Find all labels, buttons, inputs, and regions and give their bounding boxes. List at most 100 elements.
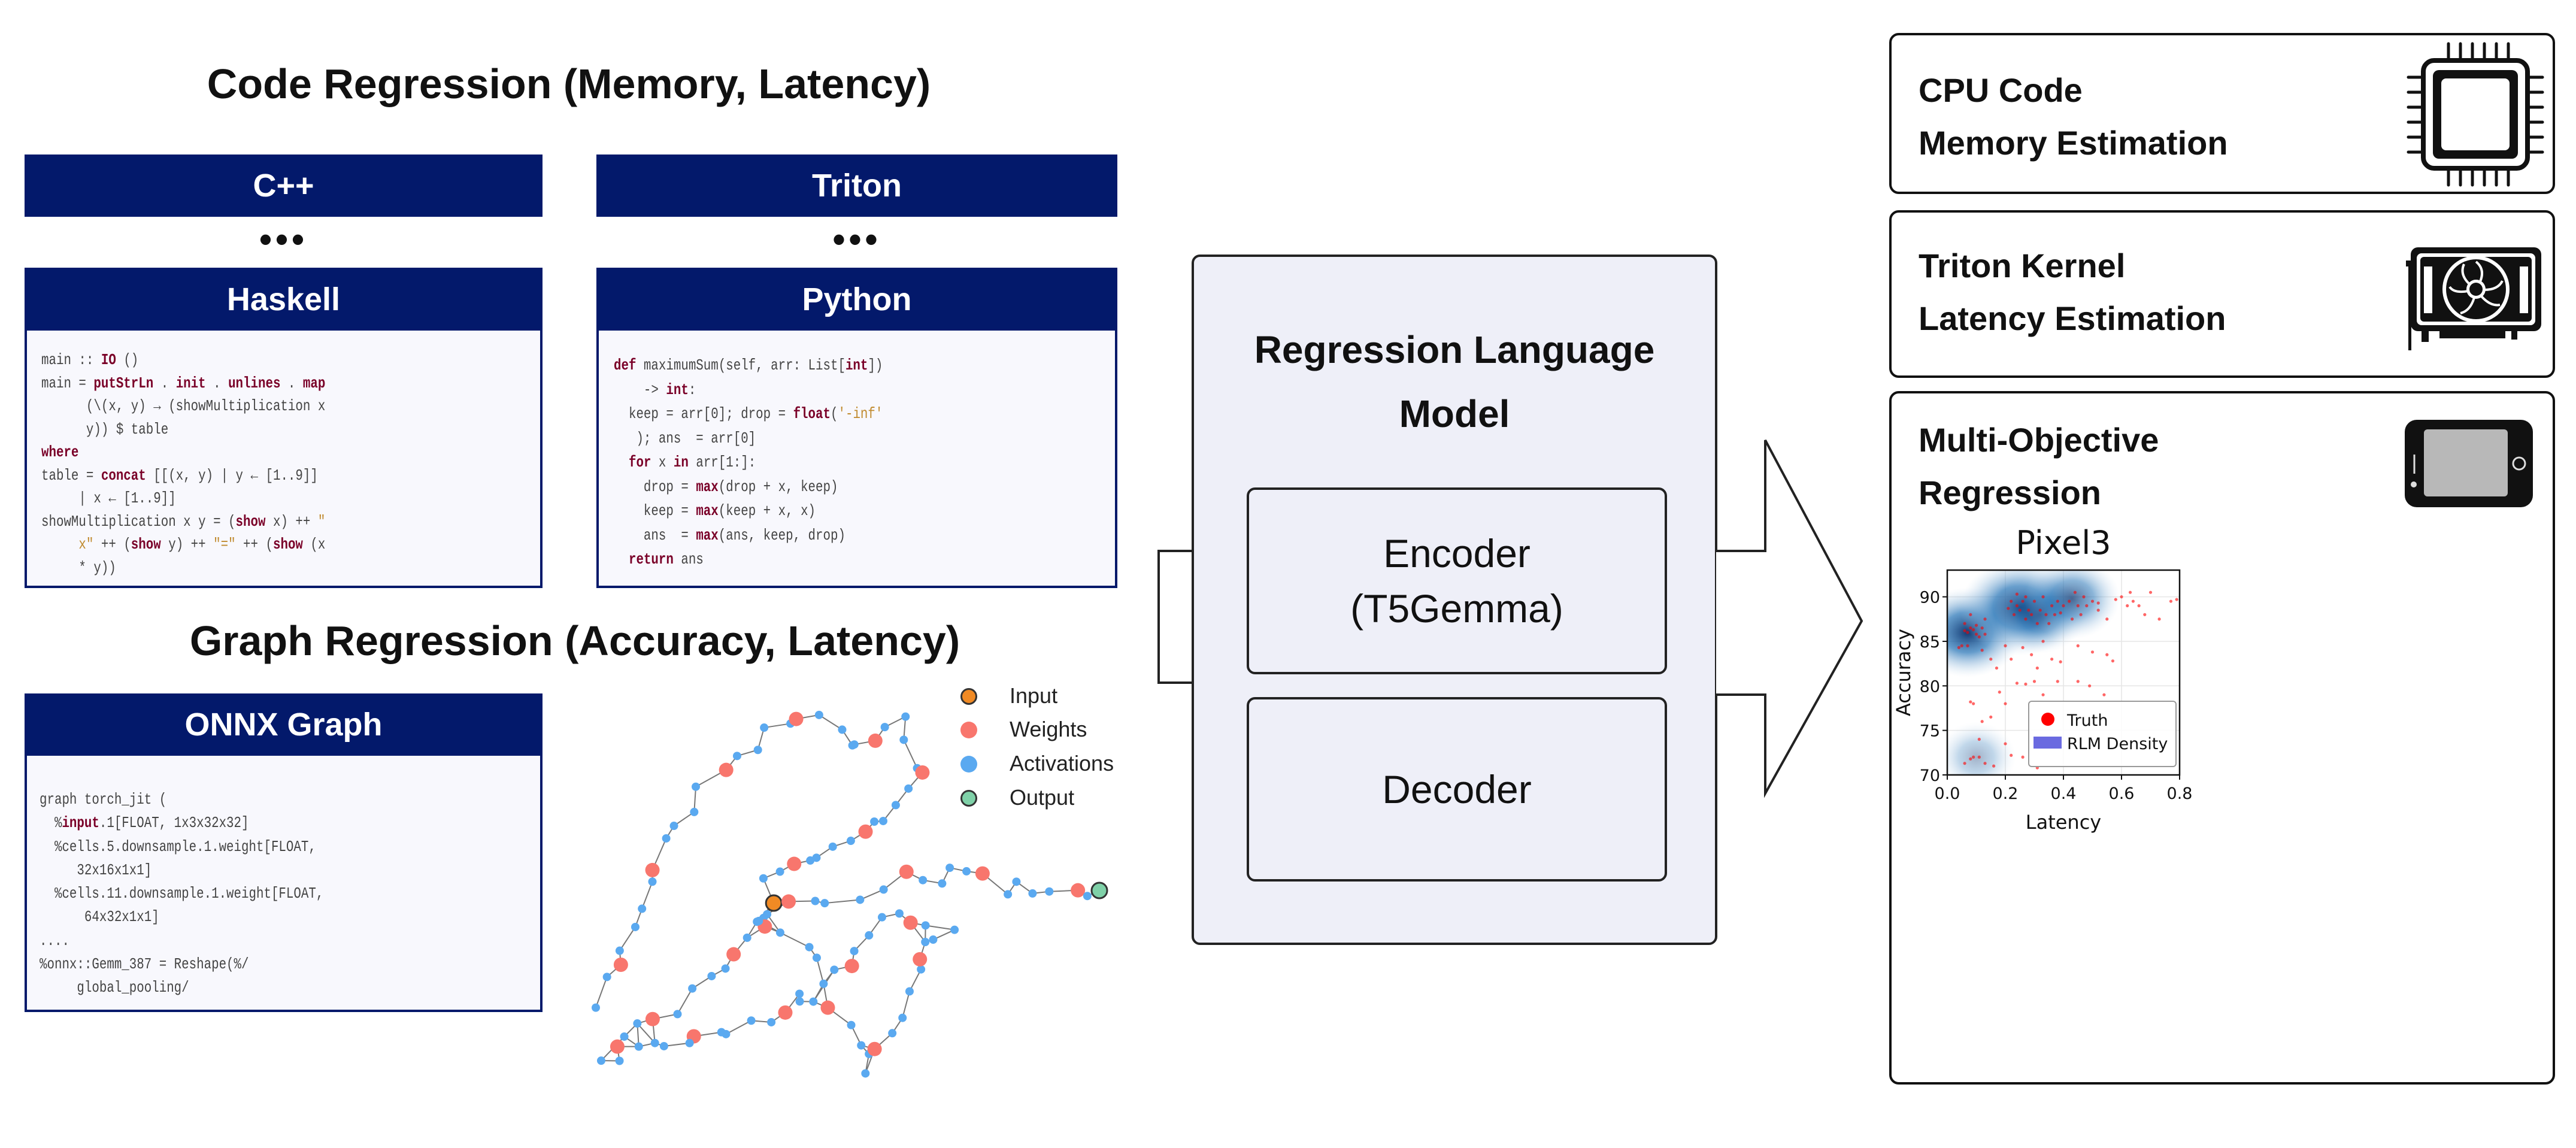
truth-point (1983, 632, 1987, 636)
graph-node-weight (645, 862, 660, 877)
truth-point (2050, 604, 2054, 608)
graph-node-weight (610, 1039, 625, 1054)
code-text: %onnx::Gemm_387 = Reshape(%/ (40, 955, 249, 974)
truth-point (1998, 690, 2001, 694)
graph-node-activation (754, 916, 763, 925)
graph-node-activation (763, 910, 772, 919)
truth-point (2056, 680, 2059, 683)
truth-point (1963, 762, 1966, 765)
onnx-code-box: graph torch_jit ( %input.1[FLOAT, 1x3x32… (25, 756, 543, 1012)
graph-node-activation (898, 1013, 907, 1022)
graph-node-activation (950, 925, 959, 934)
legend-label-weights: Weights (1010, 717, 1087, 741)
truth-point (2082, 595, 2086, 599)
code-keyword: show (272, 535, 303, 553)
cpu-chip-icon (2407, 42, 2544, 187)
graph-node-activation (805, 943, 814, 952)
code-line: %onnx::Gemm_387 = Reshape(%/ (40, 953, 323, 976)
code-keyword: int (845, 356, 868, 374)
truth-point (2044, 613, 2048, 616)
truth-point (2024, 682, 2028, 686)
graph-node-activation (891, 801, 900, 810)
graph-node-weight (903, 915, 918, 930)
graph-node-activation (1045, 887, 1054, 896)
graph-edge (764, 723, 791, 729)
graph-node-activation (877, 913, 886, 922)
graph-node-activation (721, 964, 730, 973)
truth-point (2076, 680, 2080, 683)
cpp-header: C++ (25, 155, 543, 217)
graph-node-weight (778, 1005, 793, 1020)
code-string: x" (78, 535, 94, 553)
truth-point (2004, 742, 2007, 746)
truth-point (2030, 613, 2033, 616)
code-text: ]) (868, 356, 883, 374)
code-text: ( (830, 405, 838, 423)
haskell-code-box: main :: IO ()main = putStrLn . init . un… (25, 331, 543, 588)
model-title-line1: Regression Language (1254, 328, 1655, 371)
x-tick-label: 0.4 (2051, 784, 2077, 803)
code-line: | x ← [1..9]] (41, 487, 325, 510)
truth-point (1980, 626, 1984, 630)
code-line: y)) $ table (41, 418, 325, 441)
x-tick-label: 0.6 (2109, 784, 2135, 803)
code-keyword: map (302, 374, 326, 392)
python-code-box: def maximumSum(self, arr: List[int]) -> … (596, 331, 1117, 588)
graph-node-activation (685, 1038, 694, 1047)
graph-node-activation (847, 1020, 856, 1029)
code-keyword: init (175, 374, 206, 392)
graph-node-activation (921, 921, 930, 930)
graph-node-activation (921, 938, 930, 947)
truth-point (1960, 644, 1963, 647)
graph-node-weight (867, 1041, 882, 1056)
code-text (614, 453, 629, 471)
smartphone-icon (2405, 420, 2533, 507)
task-title-line2: Memory Estimation (1919, 124, 2228, 162)
truth-point (2041, 595, 2045, 599)
code-text: 64x32x1x1] (40, 908, 159, 926)
encoder-label: Encoder (1383, 531, 1531, 575)
truth-point (1974, 623, 1978, 627)
code-keyword: unlines (228, 374, 281, 392)
gpu-card-icon (2406, 247, 2541, 350)
legend-marker-activations (960, 756, 977, 773)
graph-node-activation (596, 1056, 605, 1065)
code-text: ); ans = arr[0] (614, 429, 756, 447)
code-text: %cells.11.downsample.1.weight[FLOAT, (40, 885, 324, 903)
graph-node-weight (1071, 883, 1086, 898)
x-tick-label: 0.0 (1935, 784, 1960, 803)
code-text: | x ← [1..9]] (41, 489, 176, 507)
truth-point (2157, 617, 2161, 621)
truth-point (2096, 608, 2100, 612)
truth-point (2076, 604, 2080, 608)
truth-point (2007, 607, 2010, 610)
truth-point (2111, 659, 2115, 663)
truth-point (2021, 599, 2025, 603)
graph-node-activation (1012, 877, 1021, 886)
code-text: (x (302, 535, 326, 553)
graph-node-weight (613, 957, 628, 972)
graph-node-activation (880, 723, 889, 732)
model-title-line2: Model (1399, 392, 1510, 435)
code-text: ++ ( (93, 535, 131, 553)
graph-node-activation (775, 867, 784, 876)
code-line: global_pooling/ (40, 976, 323, 999)
density-blob (2024, 570, 2120, 640)
graph-node-activation (904, 784, 913, 793)
graph-node-activation (917, 965, 926, 974)
graph-node-activation (814, 710, 823, 719)
truth-point (1983, 617, 1987, 621)
truth-point (1974, 632, 1978, 636)
graph-node-activation (929, 935, 938, 944)
truth-point (2105, 653, 2109, 656)
legend-label-truth: Truth (2066, 711, 2108, 730)
graph-edge (637, 1023, 656, 1044)
truth-point (2128, 590, 2132, 594)
code-line: main = putStrLn . init . unlines . map (41, 372, 325, 395)
code-text (41, 535, 78, 553)
graph-node-weight (820, 1000, 835, 1015)
task-title-line1: Triton Kernel (1919, 247, 2126, 284)
code-text: keep = arr[0]; drop = (614, 405, 793, 423)
truth-point (2068, 599, 2071, 603)
code-text: y) ++ (160, 535, 214, 553)
